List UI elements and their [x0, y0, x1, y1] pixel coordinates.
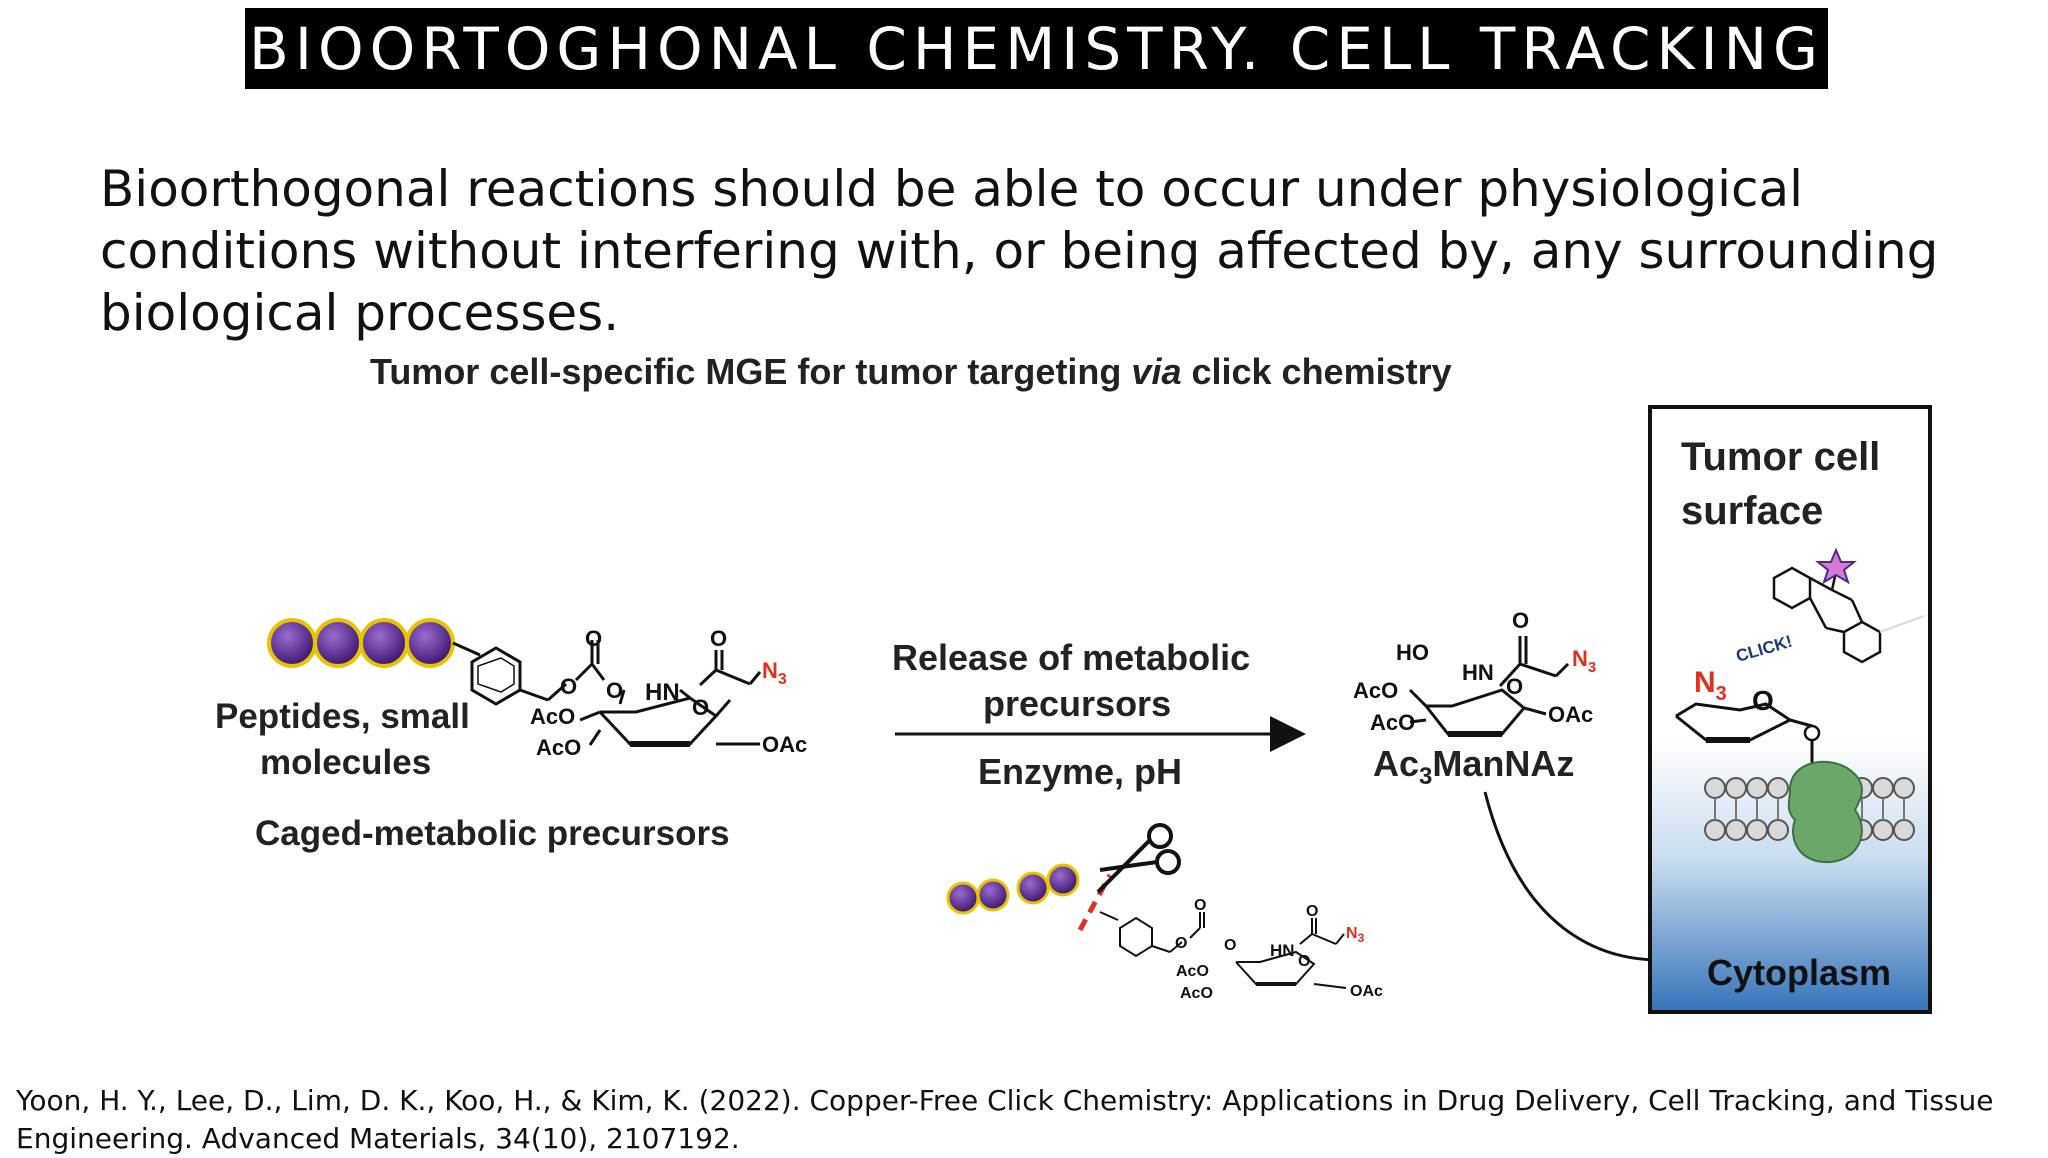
svg-text:HN: HN — [1462, 660, 1494, 685]
tumor-cell-box — [1648, 405, 1932, 1014]
svg-text:O: O — [1224, 937, 1236, 954]
caged-precursor-labels: O O O HN O O AcO AcO OAc N3 — [530, 626, 807, 760]
svg-text:O: O — [606, 678, 623, 703]
cell-box-title-line1: Tumor cell — [1681, 435, 1880, 479]
svg-text:AcO: AcO — [536, 735, 581, 760]
citation-line1: Yoon, H. Y., Lee, D., Lim, D. K., Koo, H… — [16, 1084, 1994, 1117]
svg-text:OAc: OAc — [1350, 983, 1383, 1000]
cell-box-title-line2: surface — [1681, 489, 1823, 533]
caged-label: Caged-metabolic precursors — [255, 814, 730, 853]
arrow-label-line2: precursors — [983, 683, 1171, 724]
figure-heading-italic: via — [1131, 351, 1181, 392]
svg-text:OAc: OAc — [762, 732, 807, 757]
caged-precursor-structure — [470, 640, 762, 747]
svg-text:O: O — [560, 674, 577, 699]
product-structure — [1408, 636, 1570, 737]
svg-text:HN: HN — [645, 679, 680, 706]
svg-text:AcO: AcO — [1180, 985, 1213, 1002]
product-label: Ac3ManNAz — [1373, 743, 1574, 790]
svg-text:AcO: AcO — [1176, 963, 1209, 980]
released-precursor-structure — [1099, 911, 1347, 989]
citation-line2: Engineering. Advanced Materials, 34(10),… — [16, 1122, 740, 1155]
svg-text:AcO: AcO — [530, 704, 575, 729]
svg-text:HO: HO — [1396, 640, 1429, 665]
svg-text:O: O — [1512, 608, 1529, 633]
citation: Yoon, H. Y., Lee, D., Lim, D. K., Koo, H… — [16, 1082, 2036, 1158]
released-precursor-labels: O O O HN O O AcO AcO OAc N3 — [1175, 897, 1383, 1002]
body-paragraph: Bioorthogonal reactions should be able t… — [100, 160, 1939, 342]
svg-text:N3: N3 — [762, 658, 787, 688]
scissors-icon — [1096, 823, 1181, 894]
svg-text:N3: N3 — [1572, 646, 1596, 676]
svg-text:O: O — [1306, 903, 1318, 920]
svg-text:OAc: OAc — [1548, 702, 1593, 727]
cell-azide-label: N3 — [1694, 666, 1727, 705]
slide-title: BIOORTOGHONAL CHEMISTRY. CELL TRACKING — [245, 8, 1828, 89]
svg-text:O: O — [1194, 897, 1206, 914]
linker-oxygen — [1803, 724, 1821, 742]
membrane-protein — [1787, 760, 1863, 864]
arrow-condition: Enzyme, pH — [978, 751, 1182, 792]
svg-text:O: O — [585, 626, 602, 651]
left-label-line1: Peptides, small — [215, 697, 470, 736]
svg-text:AcO: AcO — [1353, 678, 1398, 703]
released-beads — [946, 863, 1080, 915]
cytoplasm-label: Cytoplasm — [1707, 952, 1891, 993]
left-label-line2: molecules — [260, 743, 431, 782]
figure-heading: Tumor cell-specific MGE for tumor target… — [370, 351, 1452, 392]
figure-heading-prefix: Tumor cell-specific MGE for tumor target… — [370, 351, 1131, 392]
svg-text:O: O — [1298, 953, 1310, 970]
fluorophore-star-icon — [1815, 547, 1857, 585]
arrow-label-line1: Release of metabolic — [892, 637, 1250, 678]
svg-text:O: O — [692, 695, 709, 720]
svg-text:HN: HN — [1270, 941, 1295, 960]
svg-text:AcO: AcO — [1370, 710, 1415, 735]
peptide-beads — [267, 618, 481, 668]
svg-text:N3: N3 — [1346, 925, 1365, 945]
cell-sugar-ring-oxygen: O — [1752, 685, 1774, 716]
cleavage-line — [1077, 873, 1113, 932]
figure-heading-suffix: click chemistry — [1181, 351, 1451, 392]
svg-text:O: O — [710, 626, 727, 651]
lipid-tails — [1714, 798, 1905, 820]
svg-text:O: O — [1175, 935, 1187, 952]
svg-text:O: O — [1506, 674, 1523, 699]
product-labels: HO HN O O AcO AcO OAc N3 — [1353, 608, 1596, 735]
